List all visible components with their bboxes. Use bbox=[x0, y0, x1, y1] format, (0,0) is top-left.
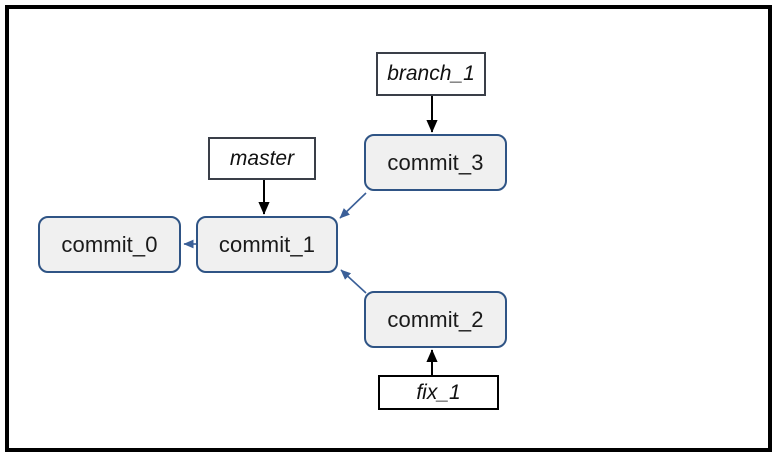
commit-node-label: commit_0 bbox=[61, 231, 158, 257]
commit-node-label: commit_1 bbox=[218, 231, 316, 257]
ref-label-text: fix_1 bbox=[416, 380, 461, 404]
ref-label-master[interactable]: master bbox=[208, 137, 316, 180]
diagram-outer-frame bbox=[5, 5, 772, 452]
commit-node-label: commit_3 bbox=[387, 149, 484, 175]
ref-label-text: branch_1 bbox=[387, 62, 475, 85]
ref-label-text: master bbox=[229, 146, 295, 170]
commit-node-commit-3[interactable]: commit_3 bbox=[364, 134, 507, 191]
ref-label-fix-1[interactable]: fix_1 bbox=[378, 375, 499, 410]
ref-label-branch-1[interactable]: branch_1 bbox=[376, 52, 486, 96]
commit-node-commit-2[interactable]: commit_2 bbox=[364, 291, 507, 348]
commit-node-commit-1[interactable]: commit_1 bbox=[196, 216, 338, 273]
commit-node-label: commit_2 bbox=[387, 306, 484, 332]
commit-node-commit-0[interactable]: commit_0 bbox=[38, 216, 181, 273]
